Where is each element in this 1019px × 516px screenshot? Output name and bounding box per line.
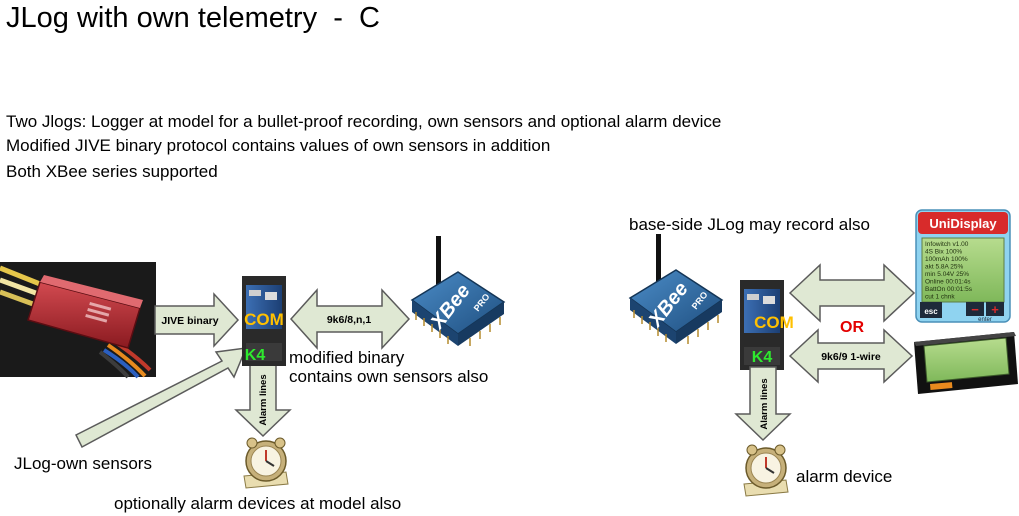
model-alarm-device: [243, 437, 289, 489]
unidisplay-plus-button: +: [991, 302, 999, 317]
model-alarm-lines-label: Alarm lines: [258, 374, 269, 425]
jive-binary-arrow: JIVE binary: [154, 292, 240, 348]
lcd-line-2: 4S Bix 100%: [925, 249, 962, 256]
model-alarm-lines-arrow: Alarm lines: [234, 361, 292, 438]
unidisplay-brand: UniDisplay: [929, 216, 997, 231]
base-alarm-lines-arrow: Alarm lines: [734, 366, 792, 442]
esc-controller-image: [0, 262, 156, 379]
intro-line-2: Modified JIVE binary protocol contains v…: [6, 136, 551, 155]
model-jlog-module: COM K4: [242, 276, 286, 366]
base-k4-label: K4: [752, 349, 773, 366]
base-alarm-lines-label: Alarm lines: [759, 378, 770, 429]
own-sensors-label: contains own sensors also: [289, 367, 489, 386]
unidisplay-enter-label: enter: [978, 317, 992, 323]
jetibox-link-arrow: 9k6/9 1-wire: [788, 328, 914, 384]
intro-line-3: Both XBee series supported: [6, 162, 218, 181]
lcd-line-1: Infowitch v1.00: [925, 241, 969, 248]
base-jlog-module: COM K4: [740, 280, 794, 370]
lcd-line-7: BattOn 00:01:5s: [925, 286, 973, 293]
unidisplay-link-arrow: [788, 263, 916, 323]
unidisplay-minus-button: −: [971, 302, 979, 317]
model-link-label: 9k6/8,n,1: [327, 314, 372, 326]
model-xbee-module: XBee PRO: [410, 236, 506, 346]
page-title: JLog with own telemetry - C: [6, 2, 380, 34]
lcd-line-5: min 5.04V 25%: [925, 271, 969, 278]
jetibox-display: [914, 332, 1018, 394]
jive-binary-label: JIVE binary: [161, 315, 218, 327]
or-label: OR: [840, 319, 864, 336]
jlog-own-sensors-label: JLog-own sensors: [14, 454, 152, 473]
modified-binary-label: modified binary: [289, 348, 405, 367]
unidisplay-device: UniDisplay Infowitch v1.00 4S Bix 100% 1…: [915, 209, 1011, 323]
model-com-label: COM: [244, 310, 284, 329]
unidisplay-esc-button: esc: [924, 307, 938, 316]
intro-line-1: Two Jlogs: Logger at model for a bullet-…: [6, 112, 722, 131]
optional-alarm-devices-label: optionally alarm devices at model also: [114, 494, 402, 513]
base-side-record-label: base-side JLog may record also: [629, 215, 870, 234]
base-xbee-module: XBee PRO: [628, 234, 724, 344]
model-k4-label: K4: [245, 347, 266, 364]
lcd-line-3: 100mAh 100%: [925, 256, 968, 263]
lcd-line-8: cut 1 chnk: [925, 294, 955, 301]
model-link-arrow: 9k6/8,n,1: [289, 288, 411, 350]
sensor-input-arrow: [74, 347, 248, 449]
base-alarm-device: [743, 444, 789, 497]
lcd-line-6: Online 00:01:4s: [925, 279, 971, 286]
lcd-line-4: akt 5.8A 25%: [925, 264, 964, 271]
alarm-device-label: alarm device: [796, 467, 893, 486]
base-link-label: 9k6/9 1-wire: [821, 351, 881, 363]
base-com-label: COM: [754, 313, 794, 332]
